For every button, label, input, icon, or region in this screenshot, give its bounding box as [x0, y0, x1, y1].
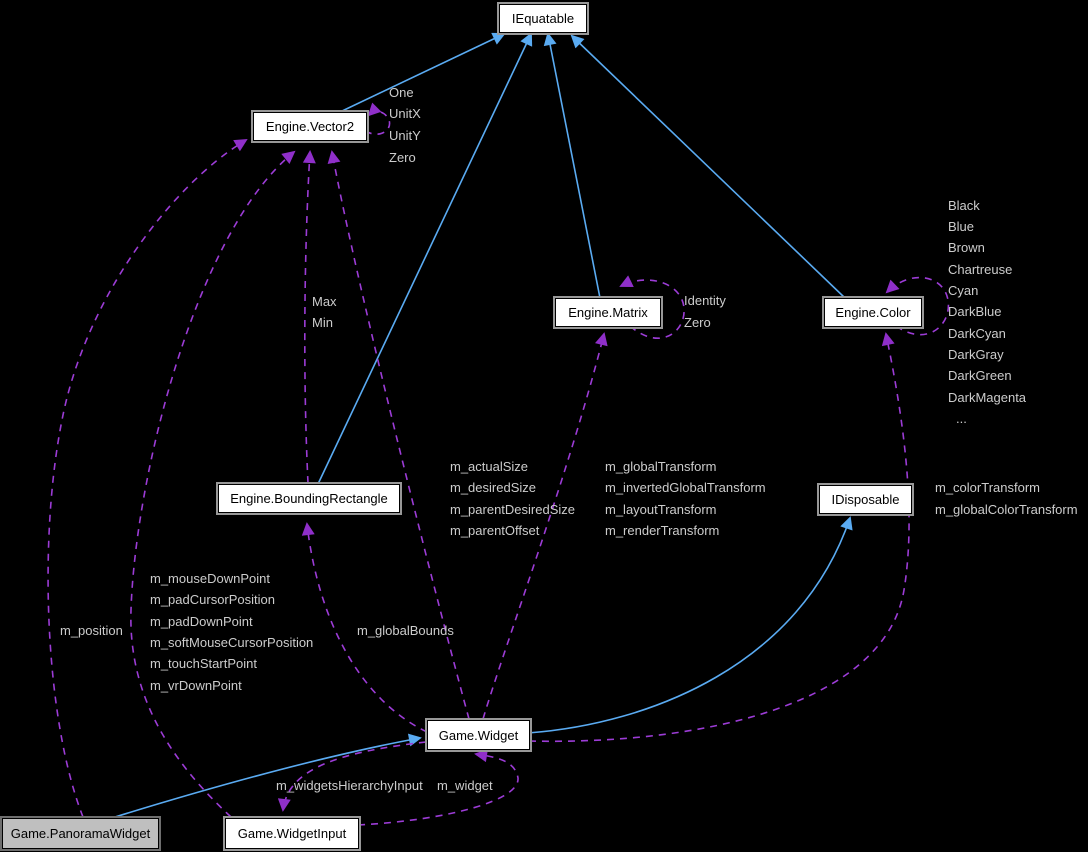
node-game-widgetinput[interactable]: Game.WidgetInput [223, 816, 361, 851]
edge-label-color-chartreuse: Chartreuse [948, 262, 1013, 277]
node-idisposable[interactable]: IDisposable [817, 483, 914, 516]
edge-use-widget-widgetinput-m-widgetshierarchyinput [277, 741, 427, 812]
edge-label-m-rendertransform: m_renderTransform [605, 523, 720, 538]
edge-inherit-matrix-iequatable [543, 32, 601, 299]
edge-label-m-desiredsize: m_desiredSize [450, 480, 536, 495]
edge-label-m-layouttransform: m_layoutTransform [605, 502, 717, 517]
edge-label-m-widget: m_widget [437, 778, 493, 793]
node-game-widget[interactable]: Game.Widget [425, 718, 532, 752]
edge-label-m-parentdesiredsize: m_parentDesiredSize [450, 502, 576, 517]
edge-label-m-padcursorposition: m_padCursorPosition [150, 592, 276, 607]
edge-label-m-softmousecursorposition: m_softMouseCursorPosition [150, 635, 314, 650]
edge-label-color-blue: Blue [948, 219, 975, 234]
node-iequatable[interactable]: IEquatable [497, 2, 589, 35]
edge-use-widget-vector2-sizes [327, 150, 470, 720]
edge-inherit-widget-idisposable [527, 516, 853, 734]
edge-label-m-actualsize: m_actualSize [450, 459, 529, 474]
edge-label-unitx: UnitX [389, 106, 421, 121]
edge-label-m-touchstartpoint: m_touchStartPoint [150, 656, 257, 671]
edge-label-color-darkgray: DarkGray [948, 347, 1004, 362]
edge-label-m-paddownpoint: m_padDownPoint [150, 614, 253, 629]
node-game-panoramawidget[interactable]: Game.PanoramaWidget [0, 816, 161, 851]
edge-inherit-panoramawidget-widget [114, 733, 422, 818]
edge-label-m-colortransform: m_colorTransform [935, 480, 1040, 495]
edge-label-zero-matrix: Zero [684, 315, 711, 330]
edge-label-m-invertedglobaltransform: m_invertedGlobalTransform [605, 480, 766, 495]
edge-use-widget-color-colortransforms [528, 332, 910, 743]
edge-label-color-darkmagenta: DarkMagenta [948, 390, 1027, 405]
edge-use-widget-matrix-transforms [482, 332, 608, 720]
edge-label-min: Min [312, 315, 333, 330]
edge-label-unity: UnitY [389, 128, 421, 143]
edge-use-boundingrectangle-vector2-max-min [302, 150, 316, 484]
node-engine-boundingrectangle[interactable]: Engine.BoundingRectangle [216, 482, 402, 515]
edge-use-widget-boundingrectangle-m-globalbounds [301, 522, 428, 733]
edge-label-m-parentoffset: m_parentOffset [450, 523, 540, 538]
edge-label-one: One [389, 85, 414, 100]
edge-label-color-ellipsis: ... [956, 411, 967, 426]
node-engine-matrix[interactable]: Engine.Matrix [553, 296, 663, 329]
edge-use-vector2-self-loop [364, 102, 391, 135]
edge-label-m-globalcolortransform: m_globalColorTransform [935, 502, 1078, 517]
node-engine-vector2[interactable]: Engine.Vector2 [251, 110, 369, 143]
edge-label-color-darkblue: DarkBlue [948, 304, 1002, 319]
edge-use-panoramawidget-vector2-m-position [47, 138, 248, 818]
edge-label-zero-vector: Zero [389, 150, 416, 165]
edge-label-identity: Identity [684, 293, 726, 308]
edge-label-color-black: Black [948, 198, 980, 213]
edge-inherit-boundingrectangle-iequatable [317, 32, 533, 485]
edge-use-color-self-loop [885, 276, 950, 336]
edge-use-matrix-self-loop [619, 275, 685, 339]
edge-label-max: Max [312, 294, 337, 309]
edge-label-color-darkcyan: DarkCyan [948, 326, 1006, 341]
edge-label-m-widgetshierarchyinput: m_widgetsHierarchyInput [276, 778, 423, 793]
edge-label-m-vrdownpoint: m_vrDownPoint [150, 678, 242, 693]
edge-label-m-position: m_position [60, 623, 123, 638]
node-engine-color[interactable]: Engine.Color [822, 296, 924, 329]
edge-label-m-globalbounds: m_globalBounds [357, 623, 454, 638]
edge-label-m-mousedownpoint: m_mouseDownPoint [150, 571, 270, 586]
edge-use-widgetinput-vector2-cursor-points [130, 150, 296, 818]
edge-label-color-cyan: Cyan [948, 283, 979, 298]
edge-label-m-globaltransform: m_globalTransform [605, 459, 717, 474]
edge-label-color-brown: Brown [948, 240, 985, 255]
edge-label-color-darkgreen: DarkGreen [948, 368, 1012, 383]
edge-inherit-vector2-iequatable [339, 32, 506, 113]
edge-inherit-color-iequatable [570, 34, 846, 299]
